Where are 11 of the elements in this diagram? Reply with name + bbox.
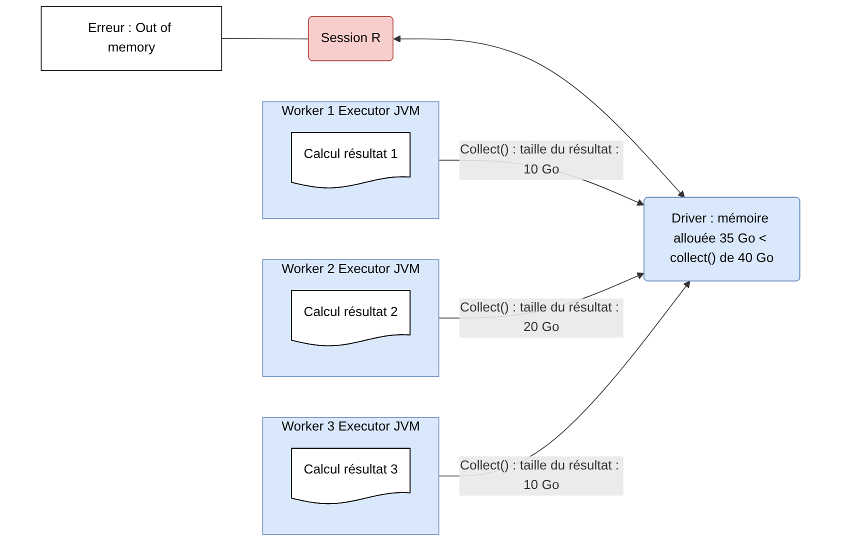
process-box: Session R xyxy=(308,16,394,62)
edge-label: Collect() : taille du résultat : 10 Go xyxy=(459,140,624,180)
edge-label: Collect() : taille du résultat : 20 Go xyxy=(459,298,624,338)
process-box: Driver : mémoire allouée 35 Go < collect() de 40 Go xyxy=(644,196,800,282)
callout-box: Erreur : Out of memory xyxy=(40,6,222,71)
edge-label: Collect() : taille du résultat : 10 Go xyxy=(459,456,624,496)
arrow xyxy=(393,35,685,198)
document-shape: Calcul résultat 2 xyxy=(291,290,411,346)
document-shape: Calcul résultat 3 xyxy=(291,448,411,504)
document-shape: Calcul résultat 1 xyxy=(291,132,411,188)
connector-line xyxy=(221,38,310,40)
